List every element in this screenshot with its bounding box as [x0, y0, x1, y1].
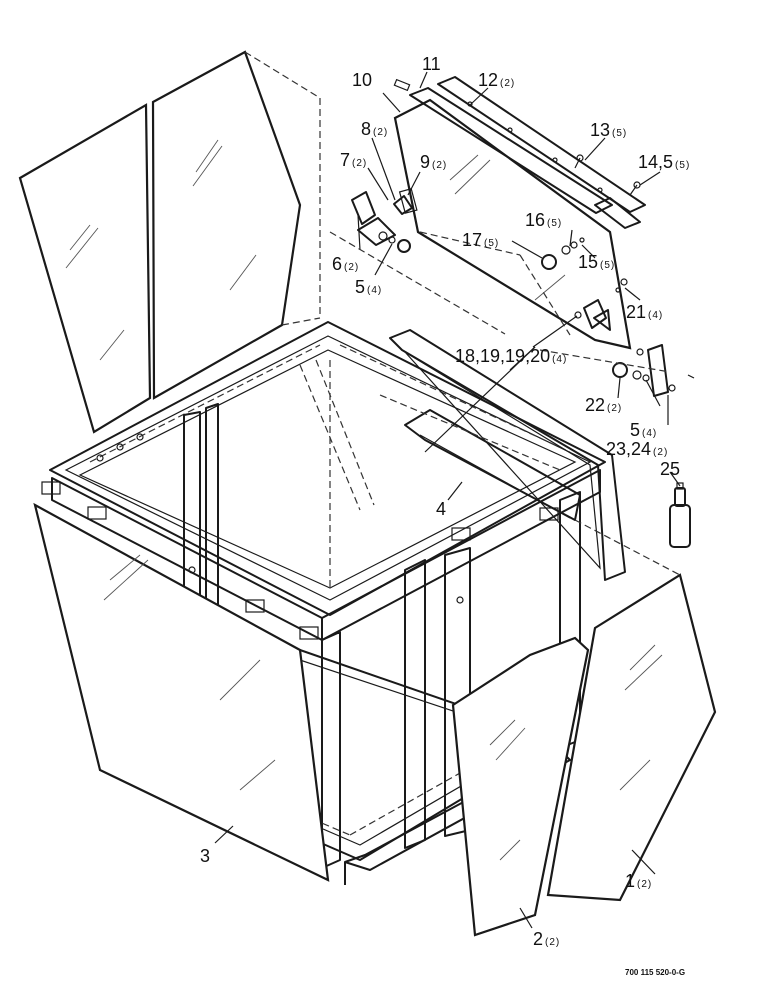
hinge-strip-14	[594, 197, 641, 229]
right-glass-dashed-guide	[574, 519, 681, 576]
callout-1: 1(2)	[625, 871, 652, 891]
leader-lines	[214, 71, 681, 929]
callout-4: 4	[436, 499, 446, 519]
callout-7: 7(2)	[340, 150, 367, 170]
callout-12: 12(2)	[478, 70, 515, 90]
front-door-glass-panel-2	[451, 636, 590, 937]
callout-9: 9(2)	[420, 152, 447, 172]
roof-glass-panel-left	[18, 103, 152, 434]
callout-6: 6(2)	[332, 254, 359, 274]
bracket-18-20	[574, 299, 611, 331]
fastener-13	[574, 154, 584, 169]
right-side-glass-panel-1	[546, 573, 717, 902]
small-tab-11	[393, 78, 411, 92]
bracket-23-24	[636, 344, 695, 397]
callout-labels: 1(2) 2(2) 3 4 5(4) 5(4) 6(2) 7(2) 8(2) 9…	[200, 54, 690, 949]
rear-window-frame	[379, 329, 626, 581]
callout-25: 25	[660, 459, 680, 479]
callout-16: 16(5)	[525, 210, 562, 230]
callout-5-upper: 5(4)	[355, 277, 382, 297]
callout-5-lower: 5(4)	[630, 420, 657, 440]
left-side-glass-panel-3	[33, 502, 330, 882]
gas-strut-25	[669, 482, 691, 548]
callout-15: 15(5)	[578, 252, 615, 272]
callout-3: 3	[200, 846, 210, 866]
document-number: 700 115 520-0-G	[625, 968, 685, 977]
callout-21: 21(4)	[626, 302, 663, 322]
callout-22: 22(2)	[585, 395, 622, 415]
callout-17: 17(5)	[462, 230, 499, 250]
knob-17	[541, 237, 585, 270]
callout-13: 13(5)	[590, 120, 627, 140]
hinge-strip-12	[437, 76, 646, 213]
callout-2: 2(2)	[533, 929, 560, 949]
callout-18-19-19-20: 18,19,19,20(4)	[455, 346, 567, 366]
callout-23-24: 23,24(2)	[606, 439, 668, 459]
callout-14: 14,5(5)	[638, 152, 690, 172]
fastener-14	[629, 181, 641, 196]
roof-glass-panel-right	[151, 50, 302, 400]
callout-8: 8(2)	[361, 119, 388, 139]
callout-10: 10	[352, 70, 372, 90]
latch-hardware-left	[351, 188, 418, 253]
rear-hinged-glass-panel-10	[393, 98, 632, 350]
callout-11: 11	[422, 54, 441, 74]
fastener-21	[615, 278, 628, 293]
roof-panel-dashed-guides	[244, 51, 321, 326]
hinge-strip-11	[409, 87, 613, 214]
